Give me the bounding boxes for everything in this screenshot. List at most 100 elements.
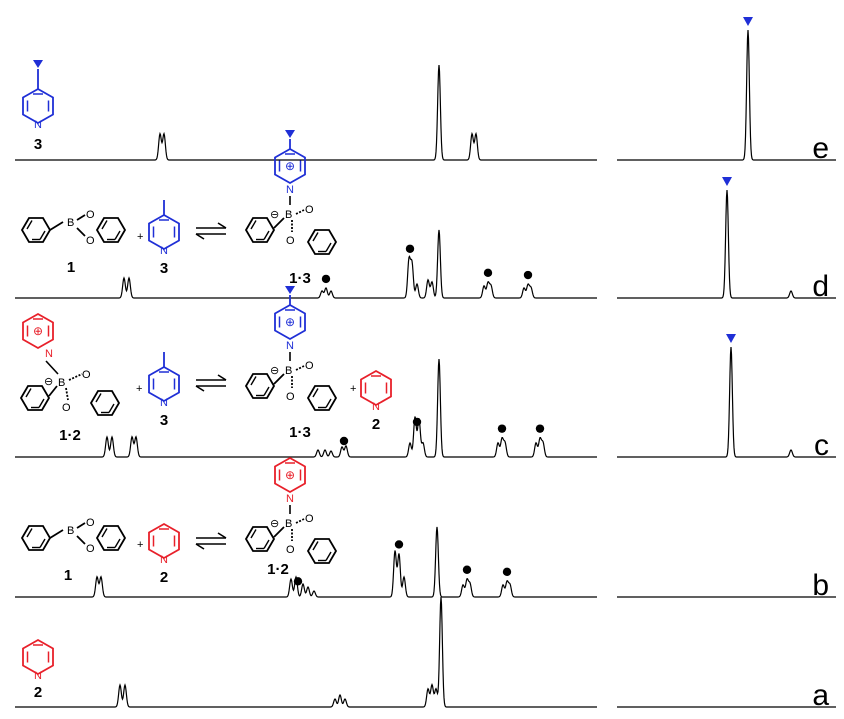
peak-dot-marker [483, 268, 493, 278]
plus-charge: ⊕ [285, 315, 295, 329]
boron-label: B [285, 209, 292, 221]
structure-b-pyridine: N 2 [148, 522, 180, 586]
boron-label: B [285, 518, 292, 530]
nitrogen-label: N [45, 348, 53, 360]
minus-charge: ⊖ [270, 518, 279, 530]
triangle-marker [285, 130, 295, 138]
nitrogen-label: N [286, 184, 294, 196]
structure-b-adduct: ⊕ N B ⊖ O O 1·2 [245, 456, 337, 578]
plus-charge: ⊕ [33, 324, 43, 338]
spectrum-line-aromatic [15, 596, 597, 708]
oxygen-label: O [305, 513, 314, 525]
peak-dot-marker [462, 565, 472, 574]
oxygen-label: O [86, 543, 95, 555]
compound-label: 1·3 [289, 270, 311, 287]
compound-label: 2 [160, 569, 168, 586]
trace-c [15, 334, 836, 458]
nitrogen-label: N [34, 670, 42, 682]
structure-d-phenylboronate: B O O 1 [21, 209, 126, 276]
boron-label: B [58, 377, 65, 389]
trace-e [15, 17, 836, 161]
peak-dot-marker [339, 436, 349, 446]
peak-dot-marker [523, 270, 533, 280]
peak-dot-marker [412, 417, 422, 427]
structure-c-picoline: N 3 [148, 352, 180, 429]
oxygen-label: O [305, 204, 314, 216]
peak-dot-marker [535, 424, 545, 433]
structure-b-phenylboronate: B O O 1 [21, 517, 126, 584]
structure-d-adduct: ⊕ N B ⊖ O O 1·3 [245, 130, 337, 287]
structure-c-adduct: ⊕ N B ⊖ O O 1·3 [245, 286, 337, 441]
peak-dot-marker [394, 540, 404, 549]
boron-label: B [67, 525, 74, 537]
trace-letter: e [812, 132, 829, 165]
nitrogen-label: N [286, 493, 294, 505]
compound-label: 2 [34, 684, 42, 701]
spectrum-line-aromatic [15, 358, 597, 458]
spectrum-line-aromatic [15, 526, 597, 598]
minus-charge: ⊖ [270, 365, 279, 377]
equilibrium-arrow [195, 222, 227, 240]
compound-label: 2 [372, 416, 380, 433]
spectrum-line-aromatic [15, 229, 597, 299]
boron-label: B [285, 365, 292, 377]
structure-a-pyridine: N 2 [22, 638, 54, 701]
spectrum-line-methyl [617, 29, 836, 161]
compound-label: 3 [160, 260, 168, 277]
peak-dot-marker [405, 244, 415, 253]
minus-charge: ⊖ [44, 376, 53, 388]
peak-dot-marker [321, 274, 331, 284]
plus-sign: + [137, 231, 143, 243]
equilibrium-arrow [195, 532, 227, 550]
nitrogen-label: N [160, 554, 168, 566]
triangle-marker [33, 60, 43, 68]
plus-sign: + [350, 383, 356, 395]
trace-b [15, 526, 836, 598]
spectra-traces [15, 17, 836, 708]
triangle-marker [722, 177, 732, 186]
nitrogen-label: N [286, 340, 294, 352]
plus-charge: ⊕ [285, 468, 295, 482]
trace-a [15, 596, 836, 708]
nitrogen-label: N [160, 397, 168, 409]
trace-letter: a [812, 679, 829, 712]
oxygen-label: O [62, 402, 71, 414]
nitrogen-label: N [160, 245, 168, 257]
plus-sign: + [136, 383, 142, 395]
compound-label: 1 [67, 259, 75, 276]
nitrogen-label: N [34, 119, 42, 131]
triangle-marker [285, 286, 295, 294]
compound-label: 1·2 [267, 561, 289, 578]
structure-c-pyridine: N 2 [360, 369, 392, 433]
structure-d-picoline: N 3 [148, 200, 180, 277]
compound-label: 1·3 [289, 424, 311, 441]
spectrum-line-methyl [617, 346, 836, 458]
compound-label: 3 [160, 412, 168, 429]
trace-letter: b [812, 569, 829, 602]
oxygen-label: O [82, 369, 91, 381]
nitrogen-label: N [372, 401, 380, 413]
equilibrium-arrow [195, 374, 227, 392]
oxygen-label: O [305, 360, 314, 372]
boron-label: B [67, 217, 74, 229]
structure-c-pyridine-adduct: ⊕ N B ⊖ O O 1·2 [20, 312, 120, 444]
compound-label: 1·2 [59, 427, 81, 444]
oxygen-label: O [286, 235, 295, 247]
peak-dot-marker [502, 567, 512, 577]
oxygen-label: O [86, 209, 95, 221]
triangle-marker [726, 334, 736, 343]
structure-e-picoline: N 3 [22, 60, 54, 153]
oxygen-label: O [286, 544, 295, 556]
plus-charge: ⊕ [285, 159, 295, 173]
trace-d [15, 177, 836, 299]
trace-letter: c [814, 429, 829, 462]
minus-charge: ⊖ [270, 209, 279, 221]
plus-sign: + [137, 539, 143, 551]
triangle-marker [743, 17, 753, 26]
oxygen-label: O [86, 517, 95, 529]
spectrum-line-aromatic [15, 64, 597, 161]
oxygen-label: O [286, 391, 295, 403]
peak-dot-marker [293, 577, 303, 586]
